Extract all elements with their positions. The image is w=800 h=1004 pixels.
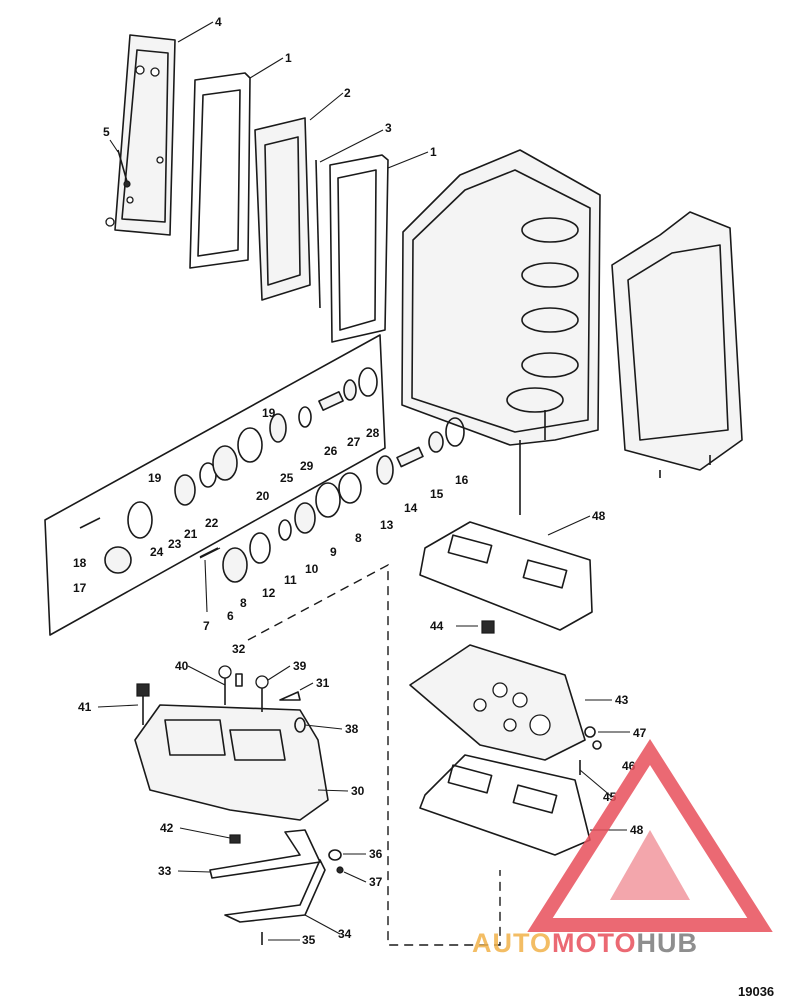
callout-35: 35 bbox=[302, 933, 316, 947]
callout-32: 32 bbox=[232, 642, 246, 656]
divider-plate-2 bbox=[254, 117, 311, 301]
fasteners bbox=[136, 665, 602, 945]
callout-47: 47 bbox=[633, 726, 647, 740]
callout-42: 42 bbox=[160, 821, 174, 835]
callout-10: 10 bbox=[305, 562, 319, 576]
grommet-44 bbox=[481, 620, 495, 634]
callout-37: 37 bbox=[369, 875, 383, 889]
callout-12: 12 bbox=[262, 586, 276, 600]
callout-34: 34 bbox=[338, 927, 352, 941]
callout-23: 23 bbox=[168, 537, 182, 551]
callout-25: 25 bbox=[280, 471, 294, 485]
callout-33: 33 bbox=[158, 864, 172, 878]
callout-48-upper: 48 bbox=[592, 509, 606, 523]
callout-17: 17 bbox=[73, 581, 87, 595]
callout-19-upper: 19 bbox=[262, 406, 276, 420]
callout-5: 5 bbox=[103, 125, 110, 139]
divider-strip-3 bbox=[315, 159, 321, 309]
valve-assembly-box bbox=[44, 334, 386, 636]
callout-18: 18 bbox=[73, 556, 87, 570]
callout-20: 20 bbox=[256, 489, 270, 503]
callout-26: 26 bbox=[324, 444, 338, 458]
callout-41: 41 bbox=[78, 700, 92, 714]
assembly-dashed-line bbox=[247, 563, 501, 946]
callout-14: 14 bbox=[404, 501, 418, 515]
callout-4: 4 bbox=[215, 15, 222, 29]
callout-43: 43 bbox=[615, 693, 629, 707]
svg-text:AUTOMOTOHUB: AUTOMOTOHUB bbox=[472, 928, 698, 958]
callout-31: 31 bbox=[316, 676, 330, 690]
callout-40: 40 bbox=[175, 659, 189, 673]
callout-19-lower: 19 bbox=[148, 471, 162, 485]
callout-9: 9 bbox=[330, 545, 337, 559]
callout-13: 13 bbox=[380, 518, 394, 532]
cylinder-head bbox=[611, 211, 743, 478]
callout-38: 38 bbox=[345, 722, 359, 736]
bracket-34 bbox=[224, 859, 326, 923]
callout-16: 16 bbox=[455, 473, 469, 487]
callout-22: 22 bbox=[205, 516, 219, 530]
callout-15: 15 bbox=[430, 487, 444, 501]
gasket-1-left bbox=[189, 72, 251, 269]
callout-6: 6 bbox=[227, 609, 234, 623]
callout-29: 29 bbox=[300, 459, 314, 473]
callout-28: 28 bbox=[366, 426, 380, 440]
adapter-plate-43 bbox=[409, 644, 586, 761]
bracket-33 bbox=[209, 829, 321, 879]
callout-labels: 4 1 2 5 3 1 19 25 29 26 27 28 19 20 21 2… bbox=[73, 15, 647, 947]
callout-48-lower: 48 bbox=[630, 823, 644, 837]
callout-21: 21 bbox=[184, 527, 198, 541]
watermark-logo: AUTOMOTOHUB bbox=[472, 738, 773, 958]
callout-24: 24 bbox=[150, 545, 164, 559]
figure-number: 19036 bbox=[738, 984, 774, 999]
crankcase-block bbox=[401, 149, 601, 515]
valve-components bbox=[79, 367, 465, 583]
callout-2: 2 bbox=[344, 86, 351, 100]
callout-1-left: 1 bbox=[285, 51, 292, 65]
callout-1-right: 1 bbox=[430, 145, 437, 159]
callout-44: 44 bbox=[430, 619, 444, 633]
callout-39: 39 bbox=[293, 659, 307, 673]
gasket-1-right bbox=[329, 154, 389, 343]
callout-8-upper: 8 bbox=[355, 531, 362, 545]
leader-lines bbox=[97, 21, 630, 941]
callout-36: 36 bbox=[369, 847, 383, 861]
cover-screw bbox=[117, 149, 131, 188]
watermark-auto: AUTO bbox=[472, 928, 552, 958]
gasket-48-upper bbox=[419, 521, 593, 631]
callout-7: 7 bbox=[203, 619, 210, 633]
gasket-48-lower bbox=[419, 754, 591, 856]
transfer-port-cover bbox=[105, 34, 176, 236]
watermark-hub: HUB bbox=[637, 928, 699, 958]
callout-11: 11 bbox=[284, 573, 297, 587]
callout-3: 3 bbox=[385, 121, 392, 135]
callout-27: 27 bbox=[347, 435, 361, 449]
watermark-moto: MOTO bbox=[552, 928, 637, 958]
watermark-triangle-icon bbox=[527, 738, 773, 932]
callout-8-lower: 8 bbox=[240, 596, 247, 610]
lower-housing-30 bbox=[134, 704, 329, 821]
callout-30: 30 bbox=[351, 784, 365, 798]
